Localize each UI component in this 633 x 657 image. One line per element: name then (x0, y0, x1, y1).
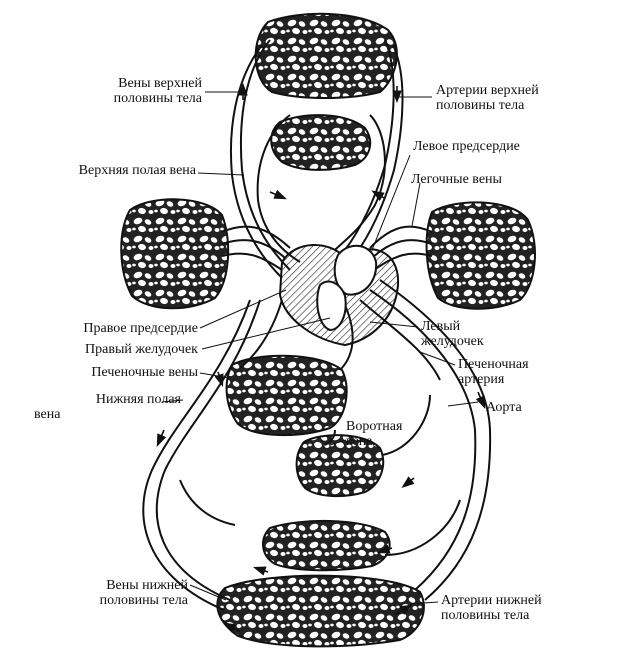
capillary-left-lung (120, 198, 230, 310)
capillary-right-lung (425, 201, 536, 310)
capillary-lower-abdomen (262, 519, 391, 572)
label-lower-body-veins: Вены нижней половины тела (99, 578, 188, 608)
label-inferior-vena-cava: Нижняя полая вена (34, 392, 181, 422)
label-right-atrium: Правое предсердие (83, 321, 198, 336)
label-left-atrium: Левое предсердие (413, 139, 520, 154)
capillary-upper-body (254, 12, 398, 99)
label-hepatic-artery: Печеночная артерия (458, 357, 529, 387)
label-upper-body-veins: Вены верхней половины тела (113, 76, 202, 106)
heart (278, 244, 400, 347)
capillary-lower-body (216, 574, 425, 648)
label-upper-body-arteries: Артерии верхней половины тела (436, 83, 539, 113)
label-lower-body-arteries: Артерии нижней половины тела (441, 593, 542, 623)
label-portal-vein: Воротная вена (346, 419, 403, 449)
label-aorta: Аорта (486, 400, 522, 415)
label-hepatic-veins: Печеночные вены (91, 365, 198, 380)
capillary-upper-lungs (270, 114, 372, 171)
capillary-intestine (295, 434, 385, 498)
flow-arrows (156, 82, 486, 633)
label-superior-vena-cava: Верхняя полая вена (78, 163, 196, 178)
label-right-ventricle: Правый желудочек (85, 342, 198, 357)
label-leaders (161, 91, 479, 605)
capillary-liver (225, 354, 348, 436)
label-pulmonary-veins: Легочные вены (411, 172, 502, 187)
label-left-ventricle: Левый желудочек (421, 319, 484, 349)
